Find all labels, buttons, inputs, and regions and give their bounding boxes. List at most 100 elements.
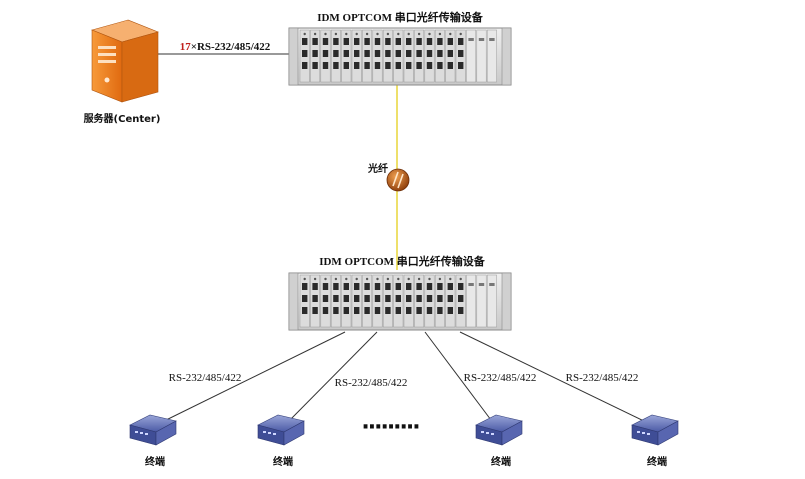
top-rack-device [288, 27, 512, 86]
rack-led [407, 277, 410, 281]
rack-port [354, 283, 360, 290]
rack-card-slot [476, 274, 487, 328]
rack-control-mark [489, 38, 495, 41]
top-device-title: IDM OPTCOM 串口光纤传输设备 [317, 10, 484, 24]
rack-port [364, 283, 370, 290]
rack-port [343, 38, 349, 45]
rack-port [333, 307, 339, 314]
rack-port [395, 62, 401, 69]
rack-port [447, 38, 453, 45]
rack-port [416, 62, 422, 69]
rack-port [374, 295, 381, 302]
rack-port [447, 307, 453, 314]
terminal-icon-1 [129, 414, 177, 446]
link-line-2 [285, 331, 378, 425]
rack-port [374, 62, 381, 69]
rack-port [364, 38, 370, 45]
rack-port [374, 283, 381, 290]
rack-port [458, 50, 464, 57]
rack-port [385, 50, 391, 57]
fiber-label: 光纤 [367, 162, 388, 175]
rack-port [333, 38, 339, 45]
link-label-4: RS-232/485/422 [566, 372, 639, 384]
rack-port [447, 295, 453, 302]
rack-port [343, 283, 349, 290]
rack-port [416, 307, 422, 314]
rack-port [437, 307, 443, 314]
rack-port [354, 295, 360, 302]
rack-port [312, 62, 318, 69]
rack-port [354, 307, 360, 314]
rack-port [343, 50, 349, 57]
rack-port [322, 38, 329, 45]
rack-port [312, 283, 318, 290]
ellipsis: ········· [361, 415, 419, 440]
rack-port [354, 62, 360, 69]
rack-port [302, 295, 308, 302]
rack-card-slot [466, 29, 477, 83]
terminal-label-1: 终端 [145, 455, 165, 468]
rack-port [426, 50, 433, 57]
rack-led [376, 32, 379, 36]
terminal-label-4: 终端 [647, 455, 667, 468]
rack-port [426, 307, 433, 314]
rack-port [322, 50, 329, 57]
rack-port [354, 38, 360, 45]
rack-port [385, 38, 391, 45]
rack-led [313, 32, 317, 36]
rack-led [428, 277, 431, 281]
rack-port [395, 307, 401, 314]
rack-led [449, 277, 452, 281]
rack-port [395, 50, 401, 57]
rack-port [406, 283, 412, 290]
rack-port [322, 307, 329, 314]
rack-port [322, 283, 329, 290]
rack-port [385, 283, 391, 290]
server-label: 服务器(Center) [84, 112, 161, 125]
rack-card-slot [466, 274, 477, 328]
rack-led [438, 32, 442, 36]
rack-port [458, 283, 464, 290]
rack-port [374, 38, 381, 45]
rack-port [437, 50, 443, 57]
rack-port [406, 62, 412, 69]
rack-port [406, 295, 412, 302]
rack-port [406, 307, 412, 314]
rack-port [395, 38, 401, 45]
rack-led [459, 277, 462, 281]
bottom-device-title: IDM OPTCOM 串口光纤传输设备 [319, 254, 486, 268]
rack-port [364, 50, 370, 57]
rack-led [334, 277, 338, 281]
rack-port [333, 283, 339, 290]
rack-port [437, 295, 443, 302]
rack-port [364, 295, 370, 302]
rack-port [302, 38, 308, 45]
terminal-label-3: 终端 [491, 455, 511, 468]
rack-led [345, 277, 348, 281]
link-label-1: RS-232/485/422 [169, 372, 242, 384]
rack-led [324, 277, 327, 281]
rack-led [365, 277, 369, 281]
rack-port [437, 283, 443, 290]
link-label-3: RS-232/485/422 [464, 372, 537, 384]
rack-led [386, 277, 390, 281]
rack-port [437, 38, 443, 45]
rack-port [302, 62, 308, 69]
rack-control-mark [468, 38, 474, 41]
rack-port [312, 50, 318, 57]
rack-port [364, 62, 370, 69]
rack-led [334, 32, 338, 36]
rack-port [426, 295, 433, 302]
rack-port [437, 62, 443, 69]
rack-port [385, 295, 391, 302]
rack-port [322, 62, 329, 69]
rack-led [303, 32, 306, 36]
rack-port [447, 283, 453, 290]
rack-port [343, 307, 349, 314]
rack-port [302, 283, 308, 290]
server-link-label: 17×RS-232/485/422 [180, 41, 271, 53]
rack-led [355, 32, 358, 36]
rack-led [438, 277, 442, 281]
rack-led [397, 32, 400, 36]
rack-port [426, 283, 433, 290]
